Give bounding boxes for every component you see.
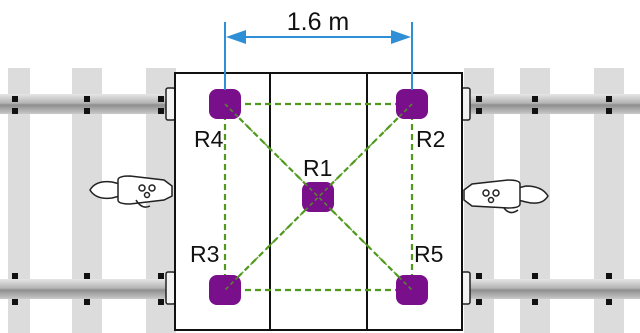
rail-top-right xyxy=(462,94,640,114)
label-r2: R2 xyxy=(416,126,445,152)
fastener xyxy=(12,299,18,305)
label-r1: R1 xyxy=(303,155,332,181)
arrowhead-left-icon xyxy=(226,30,246,44)
sensor-links-overlay xyxy=(224,103,413,291)
rail-clamp xyxy=(165,87,176,121)
link-r4-r5-overlay xyxy=(224,103,413,291)
fastener xyxy=(158,96,164,102)
fastener xyxy=(606,273,612,279)
label-r4: R4 xyxy=(194,126,224,152)
crosstie xyxy=(8,68,30,333)
fastener xyxy=(532,96,538,102)
fastener xyxy=(158,299,164,305)
fastener xyxy=(12,273,18,279)
arrowhead-right-icon xyxy=(391,30,411,44)
link-r2-r3-overlay xyxy=(224,103,413,291)
fastener xyxy=(606,96,612,102)
fastener xyxy=(532,273,538,279)
rail-fasteners xyxy=(12,96,612,305)
rails xyxy=(0,94,640,299)
rail-top-left xyxy=(0,94,172,114)
fastener xyxy=(12,108,18,114)
rail-clamp xyxy=(165,271,176,305)
sensor-r1 xyxy=(302,182,334,212)
fastener xyxy=(158,273,164,279)
fastener xyxy=(158,108,164,114)
fastener xyxy=(606,108,612,114)
dimension-label: 1.6 m xyxy=(287,8,350,36)
coupler-right-icon xyxy=(463,179,549,214)
rail-bottom-left xyxy=(0,279,172,299)
fastener xyxy=(84,273,90,279)
fastener xyxy=(532,108,538,114)
dimension-annotation: 1.6 m xyxy=(224,8,413,90)
fastener xyxy=(476,96,482,102)
rail-bottom-right xyxy=(462,279,640,299)
fastener xyxy=(606,299,612,305)
label-r3: R3 xyxy=(190,241,219,267)
fastener xyxy=(12,96,18,102)
coupler-left-icon xyxy=(89,175,173,208)
fastener xyxy=(476,108,482,114)
sensor-labels: R4 R2 R1 R3 R5 xyxy=(190,126,445,267)
fastener xyxy=(84,96,90,102)
label-r5: R5 xyxy=(414,241,443,267)
fastener xyxy=(84,108,90,114)
fastener xyxy=(476,273,482,279)
fastener xyxy=(84,299,90,305)
fastener xyxy=(532,299,538,305)
fastener xyxy=(476,299,482,305)
